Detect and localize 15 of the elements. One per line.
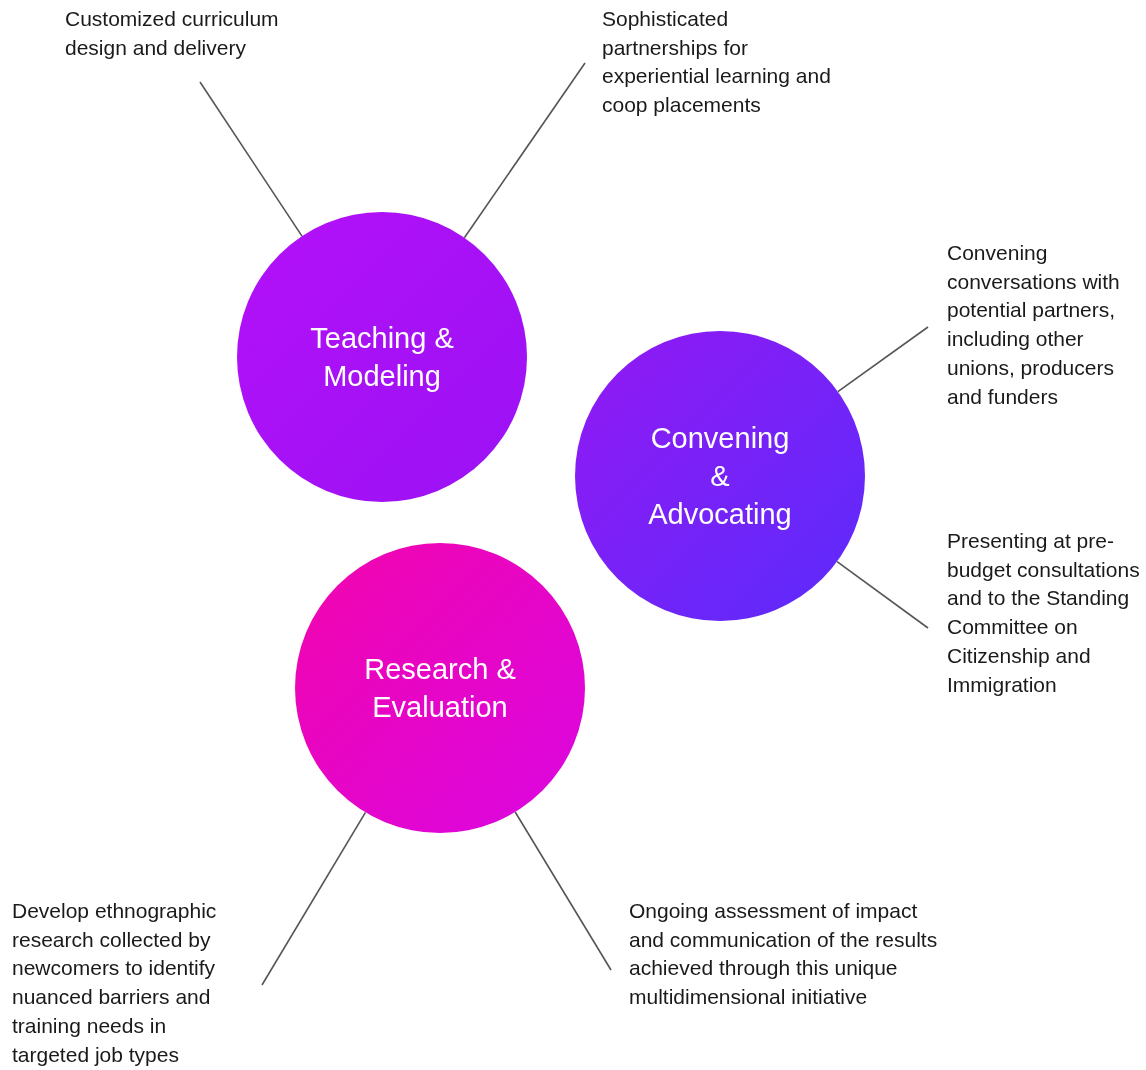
circle-label: Convening & Advocating (647, 421, 793, 532)
circle-label: Research & Evaluation (363, 652, 517, 725)
annotation-text: Customized curriculum design and delivery (65, 6, 280, 61)
annotation-text: Convening conversations with potential partners, including other unions, producers and funders (947, 240, 1121, 410)
leader-line (837, 326, 929, 393)
leader-line (514, 811, 612, 971)
leader-line (463, 62, 586, 239)
annotation-text: Sophisticated partnerships for experiential learning and coop placements (602, 6, 832, 119)
leader-line (836, 560, 929, 629)
annotation-text: Presenting at pre-budget consultations and to the Standing Committee on Citizenship and Immigration (947, 528, 1141, 698)
leader-line (261, 811, 367, 986)
circle-label: Teaching & Modeling (309, 321, 455, 394)
leader-line (199, 81, 303, 237)
annotation-text: Develop ethnographic research collected by newcomers to identify nuanced barriers and training needs in targeted job types (12, 898, 218, 1068)
annotation-text: Ongoing assessment of impact and communication of the results achieved through this unique multidimensional initiative (629, 898, 939, 1011)
